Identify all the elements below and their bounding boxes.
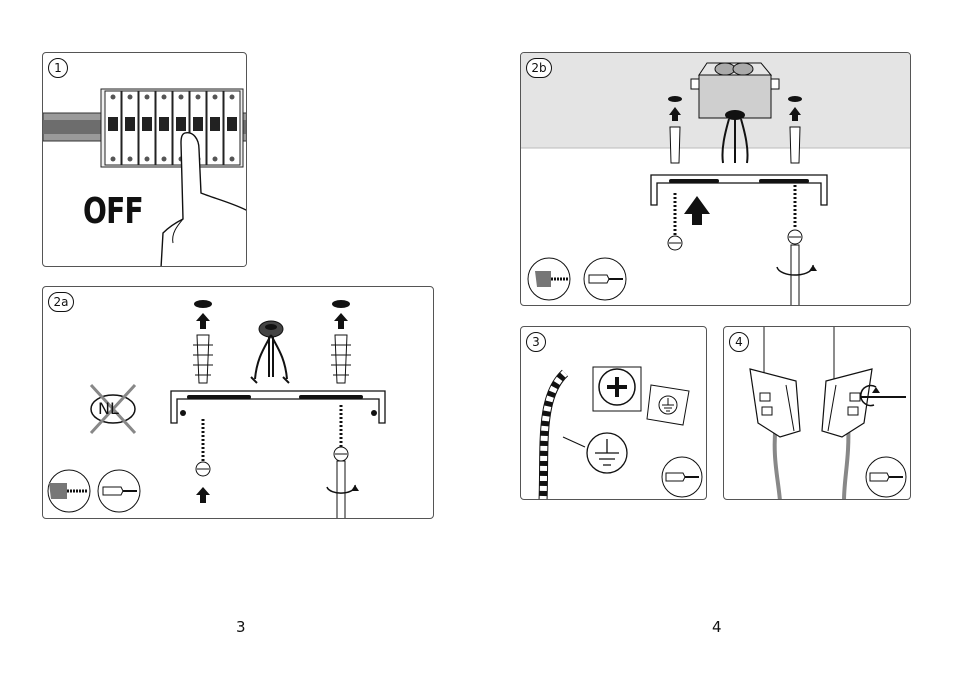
off-label: OFF xyxy=(83,191,143,232)
wire-connector-illustration xyxy=(724,327,911,500)
junction-box-illustration xyxy=(521,53,911,306)
step-1-number: 1 xyxy=(48,58,68,78)
step-2a-number: 2a xyxy=(48,292,74,312)
step-4-panel: 4 xyxy=(723,326,911,500)
step-1-panel: 1 xyxy=(42,52,247,267)
page-number-right: 4 xyxy=(712,618,722,636)
page-number-left: 3 xyxy=(236,618,246,636)
step-3-panel: 3 xyxy=(520,326,707,500)
circuit-breaker-illustration xyxy=(43,53,247,267)
nl-badge: NL xyxy=(98,399,119,418)
step-2a-panel: 2a xyxy=(42,286,434,519)
up-arrow-icon xyxy=(196,313,210,329)
step-2b-panel: 2b xyxy=(520,52,911,306)
step-3-number: 3 xyxy=(526,332,546,352)
step-2b-number: 2b xyxy=(526,58,552,78)
step-4-number: 4 xyxy=(729,332,749,352)
ground-wire-illustration xyxy=(521,327,707,500)
